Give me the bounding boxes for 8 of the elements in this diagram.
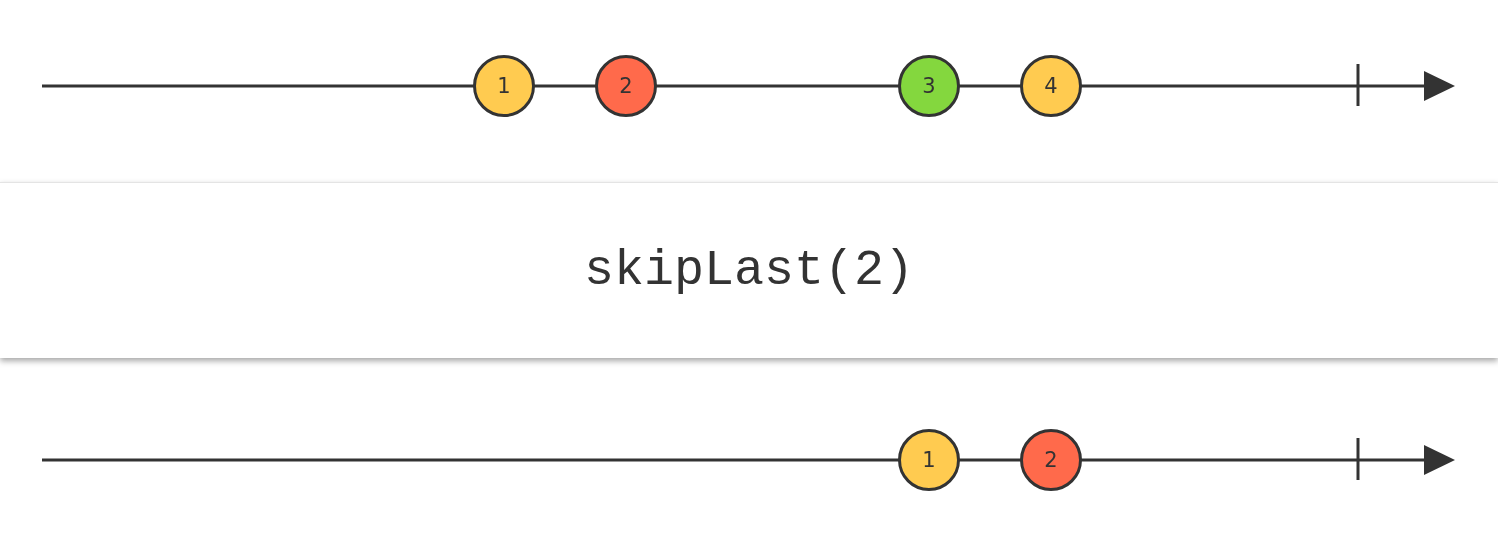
marble: 3: [898, 55, 960, 117]
operator-label: skipLast(2): [583, 242, 915, 299]
marble: 2: [1020, 429, 1082, 491]
marble: 2: [595, 55, 657, 117]
operator-box: [0, 182, 1498, 358]
marble: 1: [473, 55, 535, 117]
marble: 1: [898, 429, 960, 491]
marble: 4: [1020, 55, 1082, 117]
